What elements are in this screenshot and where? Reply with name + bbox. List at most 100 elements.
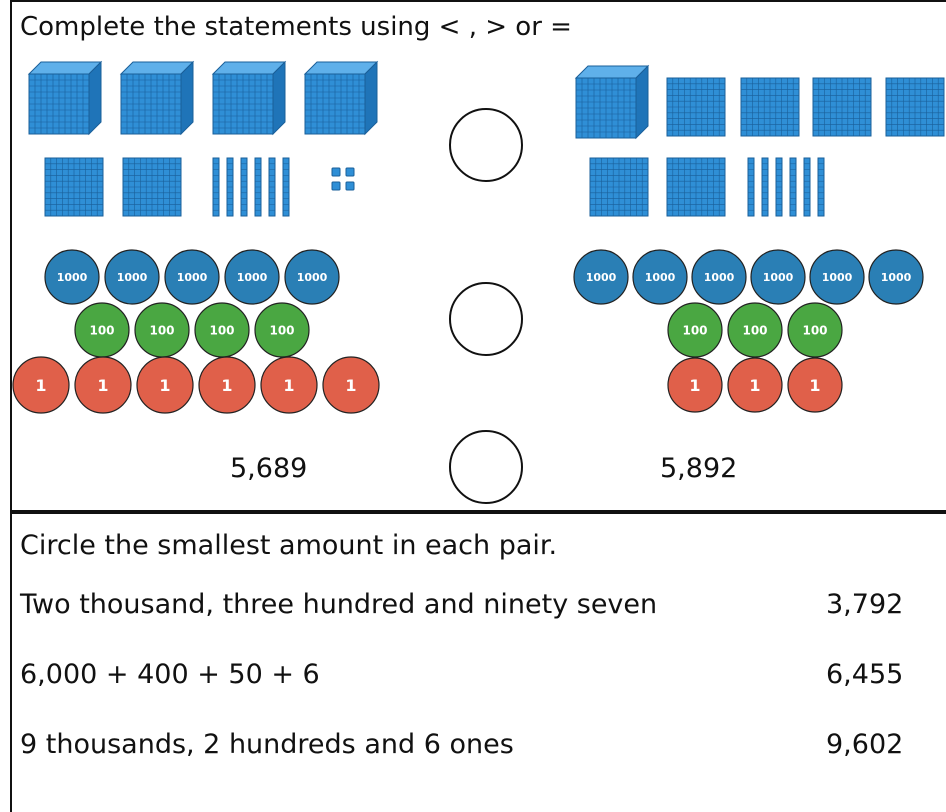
one-counter: 1 [787,357,843,413]
hundred-counter: 100 [74,302,130,358]
hundred-counter: 100 [134,302,190,358]
svg-text:1000: 1000 [881,271,912,284]
thousand-counter: 1000 [44,249,100,305]
place-value-counters-right: 1000 1000 1000 1000 1000 1000 100 100 100 1 1 1 [573,249,924,413]
comparison-circle-2[interactable] [449,282,523,356]
svg-text:1: 1 [35,376,46,395]
one-counter: 1 [74,356,132,414]
svg-text:100: 100 [209,323,234,337]
one-counter: 1 [260,356,318,414]
svg-text:100: 100 [269,323,294,337]
one-counter: 1 [136,356,194,414]
hundred-block [122,157,182,217]
svg-text:1000: 1000 [586,271,617,284]
svg-text:100: 100 [149,323,174,337]
thousand-block [27,60,103,136]
hundred-block [666,77,726,137]
svg-text:1: 1 [809,376,820,395]
svg-text:1: 1 [689,376,700,395]
thousand-counter: 1000 [809,249,865,305]
svg-text:1000: 1000 [57,271,88,284]
one-cube [331,181,341,191]
ten-rod [775,157,783,217]
one-counter: 1 [667,357,723,413]
pair-1-left[interactable]: Two thousand, three hundred and ninety s… [20,589,658,620]
compare-instruction: Complete the statements using < , > or = [20,12,572,42]
thousand-counter: 1000 [573,249,629,305]
hundred-counter: 100 [667,302,723,358]
svg-text:1: 1 [97,376,108,395]
thousand-block [574,64,650,140]
base-ten-blocks-right [574,64,945,217]
smallest-panel [10,512,946,812]
thousand-counter: 1000 [284,249,340,305]
one-counter: 1 [12,356,70,414]
ten-rod [240,157,248,217]
pair-2-left[interactable]: 6,000 + 400 + 50 + 6 [20,659,320,690]
right-number: 5,892 [660,453,738,484]
compare-panel [10,0,946,512]
one-counter: 1 [727,357,783,413]
svg-text:1000: 1000 [237,271,268,284]
thousand-counter: 1000 [691,249,747,305]
left-number: 5,689 [230,453,308,484]
comparison-circle-3[interactable] [449,430,523,504]
thousand-block [303,60,379,136]
base-ten-blocks-left [27,60,379,217]
ten-rod [761,157,769,217]
one-cube [345,167,355,177]
pair-3-left[interactable]: 9 thousands, 2 hundreds and 6 ones [20,729,514,760]
ten-rod [817,157,825,217]
thousand-block [211,60,287,136]
svg-text:1000: 1000 [117,271,148,284]
hundred-block [885,77,945,137]
hundred-counter: 100 [727,302,783,358]
svg-text:1000: 1000 [763,271,794,284]
hundred-block [589,157,649,217]
thousand-counter: 1000 [868,249,924,305]
smallest-instruction: Circle the smallest amount in each pair. [20,530,558,561]
ten-rod [212,157,220,217]
svg-text:1000: 1000 [822,271,853,284]
svg-text:100: 100 [89,323,114,337]
svg-text:1000: 1000 [297,271,328,284]
pair-3-right[interactable]: 9,602 [826,729,904,760]
place-value-counters-left: 1000 1000 1000 1000 1000 100 100 100 100 1 1 1 1 1 1 [12,249,380,414]
ten-rod [254,157,262,217]
ten-rod [803,157,811,217]
comparison-circle-1[interactable] [449,108,523,182]
ten-rod [268,157,276,217]
thousand-block [119,60,195,136]
thousand-counter: 1000 [164,249,220,305]
thousand-counter: 1000 [632,249,688,305]
thousand-counter: 1000 [750,249,806,305]
svg-text:100: 100 [682,323,707,337]
svg-text:1: 1 [283,376,294,395]
svg-text:100: 100 [742,323,767,337]
hundred-block [44,157,104,217]
ten-rod [747,157,755,217]
hundred-counter: 100 [787,302,843,358]
thousand-counter: 1000 [224,249,280,305]
ten-rod [226,157,234,217]
one-counter: 1 [198,356,256,414]
one-counter: 1 [322,356,380,414]
ten-rod [789,157,797,217]
svg-text:1000: 1000 [645,271,676,284]
one-cube [345,181,355,191]
svg-text:1000: 1000 [704,271,735,284]
hundred-block [812,77,872,137]
pair-1-right[interactable]: 3,792 [826,589,904,620]
pair-2-right[interactable]: 6,455 [826,659,904,690]
svg-text:1000: 1000 [177,271,208,284]
hundred-block [666,157,726,217]
svg-text:1: 1 [221,376,232,395]
hundred-block [740,77,800,137]
svg-text:100: 100 [802,323,827,337]
svg-text:1: 1 [345,376,356,395]
hundred-counter: 100 [254,302,310,358]
ten-rod [282,157,290,217]
thousand-counter: 1000 [104,249,160,305]
svg-text:1: 1 [749,376,760,395]
svg-text:1: 1 [159,376,170,395]
